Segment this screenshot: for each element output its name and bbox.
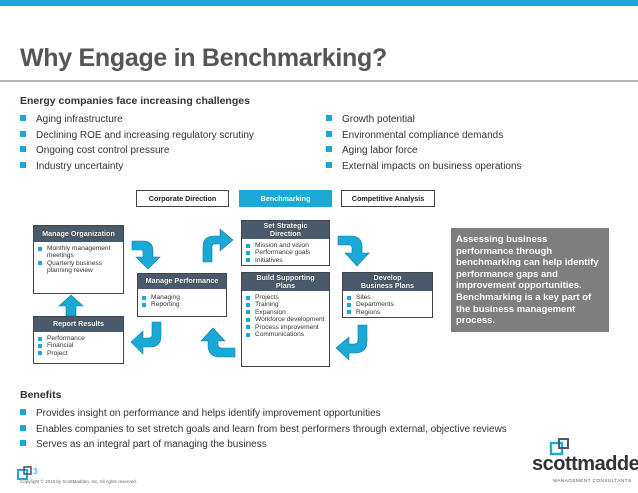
card-items: Managing Reporting [138, 289, 226, 311]
list-item: Financial [38, 342, 123, 349]
list-item: Provides insight on performance and help… [20, 406, 507, 422]
card-title: Build Supporting Plans [242, 273, 329, 291]
arrow-perf-to-report-icon [130, 321, 162, 355]
corporate-direction-box: Corporate Direction [136, 190, 229, 207]
card-items: Monthly management meetings Quarterly bu… [34, 242, 123, 277]
list-item: Projects [246, 294, 329, 301]
card-items: Performance Financial Project [34, 332, 123, 359]
list-item: Process improvement [246, 324, 329, 331]
list-item: Environmental compliance demands [326, 128, 522, 144]
bullet-square-icon [326, 130, 332, 137]
list-item: Industry uncertainty [20, 159, 254, 175]
list-item: Aging infrastructure [20, 112, 254, 128]
list-item: Expansion [246, 309, 329, 316]
benchmarking-box: Benchmarking [239, 190, 332, 207]
list-item: Communications [246, 331, 329, 338]
bullet-square-icon [326, 115, 332, 121]
arrow-business-to-supporting-icon [335, 324, 368, 361]
list-item: Regions [347, 309, 432, 316]
manage-performance-card: Manage Performance Managing Reporting [137, 273, 227, 317]
list-item: Ongoing cost control pressure [20, 143, 254, 159]
report-results-card: Report Results Performance Financial Pro… [33, 316, 124, 364]
develop-business-plans-card: Develop Business Plans Sites Departments… [342, 272, 433, 318]
build-supporting-plans-card: Build Supporting Plans Projects Training… [241, 272, 330, 367]
list-item: Quarterly business planning review [38, 260, 123, 275]
list-item: Growth potential [326, 112, 522, 128]
challenges-right-list: Growth potential Environmental complianc… [326, 112, 522, 174]
list-item: Enables companies to set stretch goals a… [20, 422, 507, 438]
card-items: Sites Departments Regions [343, 291, 432, 318]
arrow-strategic-to-business-icon [337, 235, 370, 267]
card-title: Set Strategic Direction [242, 221, 329, 239]
arrow-supporting-to-perf-icon [200, 327, 236, 358]
list-item: Sites [347, 294, 432, 301]
list-item: Serves as an integral part of managing t… [20, 437, 507, 453]
bullet-square-icon [20, 409, 26, 415]
brand-subtitle: MANAGEMENT CONSULTANTS [553, 478, 632, 483]
list-item: Declining ROE and increasing regulatory … [20, 128, 254, 144]
bullet-square-icon [20, 146, 26, 152]
scottmadden-logo-mark-icon [549, 438, 569, 456]
challenges-heading: Energy companies face increasing challen… [20, 95, 250, 107]
card-title: Manage Organization [34, 226, 123, 242]
arrow-report-to-org-icon [58, 294, 84, 317]
title-divider [0, 80, 638, 82]
list-item: Performance [38, 335, 123, 342]
list-item: Initiatives [246, 257, 329, 264]
list-item: Mission and vision [246, 242, 329, 249]
benefits-heading: Benefits [20, 389, 62, 401]
list-item: Reporting [142, 301, 226, 308]
manage-organization-card: Manage Organization Monthly management m… [33, 225, 124, 294]
bullet-square-icon [326, 146, 332, 152]
list-item: Performance goals [246, 249, 329, 256]
card-title: Report Results [34, 317, 123, 332]
bullet-square-icon [20, 424, 26, 431]
card-title: Manage Performance [138, 274, 226, 289]
small-logo-mark-icon [17, 466, 32, 480]
list-item: Departments [347, 301, 432, 308]
arrow-perf-to-strategic-icon [202, 228, 234, 263]
benefits-list: Provides insight on performance and help… [20, 406, 507, 453]
list-item: Managing [142, 294, 226, 301]
list-item: Monthly management meetings [38, 245, 123, 260]
list-item: External impacts on business operations [326, 159, 522, 175]
bullet-square-icon [20, 130, 26, 137]
page-number: 3 [33, 467, 38, 476]
bullet-square-icon [20, 161, 26, 168]
set-strategic-direction-card: Set Strategic Direction Mission and visi… [241, 220, 330, 266]
challenges-left-list: Aging infrastructure Declining ROE and i… [20, 112, 254, 174]
list-item: Workforce development [246, 316, 329, 323]
copyright: Copyright © 2015 by ScottMadden, Inc. Al… [20, 479, 137, 484]
bullet-square-icon [20, 115, 26, 121]
list-item: Training [246, 301, 329, 308]
arrow-org-to-perf-icon [131, 240, 161, 270]
bullet-square-icon [326, 161, 332, 168]
card-title: Develop Business Plans [343, 273, 432, 291]
bullet-square-icon [20, 440, 26, 446]
top-accent-bar [0, 0, 638, 6]
brand-logo-text: scottmadden [532, 453, 638, 475]
benchmarking-callout: Assessing business performance through b… [451, 228, 609, 332]
card-items: Projects Training Expansion Workforce de… [242, 291, 329, 340]
list-item: Project [38, 350, 123, 357]
page-title: Why Engage in Benchmarking? [20, 44, 387, 72]
list-item: Aging labor force [326, 143, 522, 159]
card-items: Mission and vision Performance goals Ini… [242, 239, 329, 266]
competitive-analysis-box: Competitive Analysis [341, 190, 435, 207]
